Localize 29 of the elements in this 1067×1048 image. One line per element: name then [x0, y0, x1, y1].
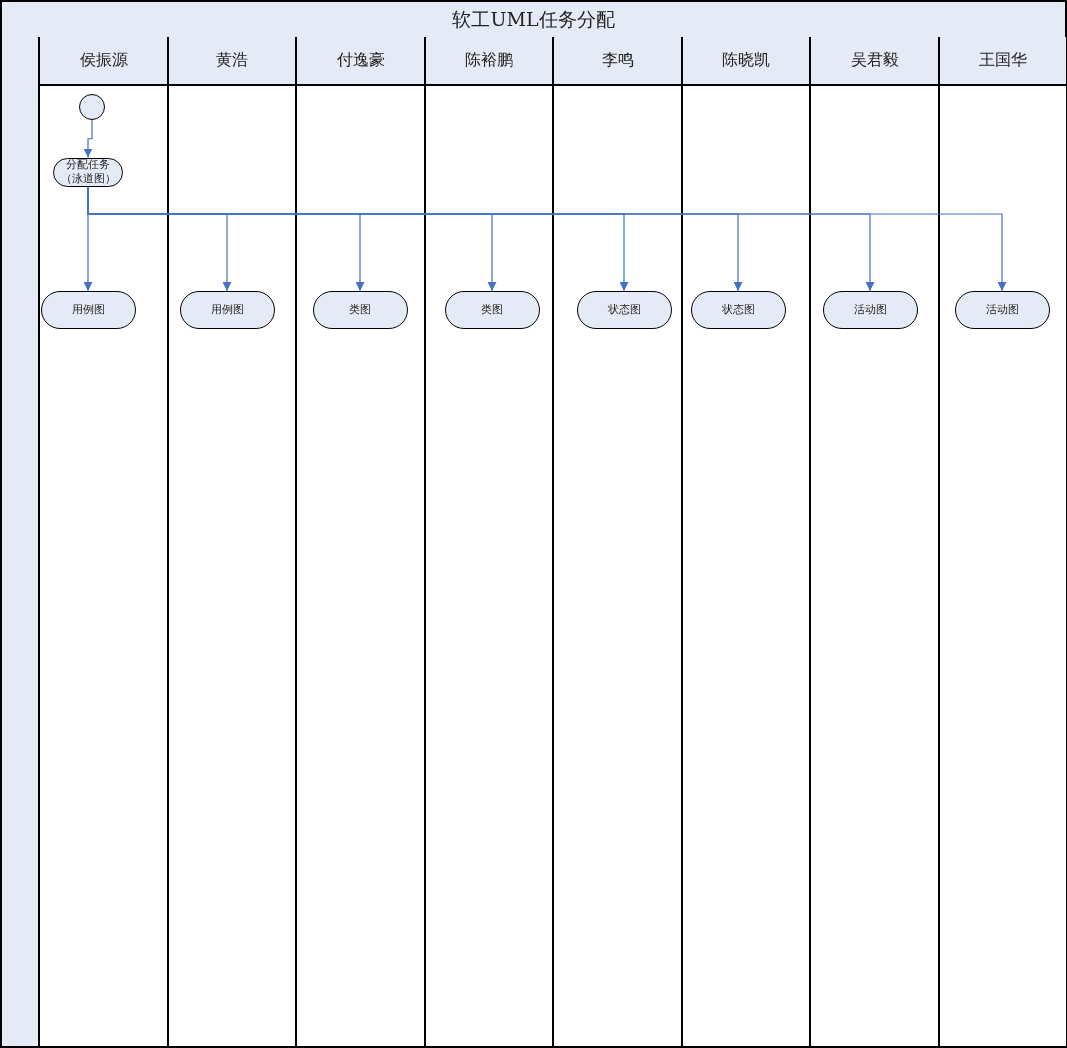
- lane-header: 李鸣: [554, 37, 681, 86]
- swimlane: [681, 37, 811, 1048]
- pool-title: 软工UML任务分配: [0, 0, 1067, 39]
- swimlane: [38, 37, 169, 1048]
- swimlane: [552, 37, 683, 1048]
- activity-node: 类图: [444, 291, 540, 329]
- swimlane: [938, 37, 1067, 1048]
- lane-header: 侯振源: [40, 37, 167, 86]
- lane-header: 付逸豪: [297, 37, 424, 86]
- start-node: [79, 94, 105, 120]
- activity-node: 活动图: [822, 291, 918, 329]
- activity-node: 分配任务（泳道图）: [53, 157, 123, 187]
- swimlane: [424, 37, 554, 1048]
- lane-header: 王国华: [940, 37, 1066, 86]
- arrow: [83, 119, 93, 159]
- activity-node: 状态图: [576, 291, 672, 329]
- activity-node: 用例图: [179, 291, 275, 329]
- swimlane: [295, 37, 426, 1048]
- pool-side-band: [0, 37, 40, 1048]
- lane-header: 陈裕鹏: [426, 37, 552, 86]
- swimlane: [167, 37, 297, 1048]
- activity-node: 状态图: [690, 291, 786, 329]
- activity-node: 用例图: [40, 291, 136, 329]
- lane-header: 陈晓凯: [683, 37, 809, 86]
- lane-header: 吴君毅: [811, 37, 938, 86]
- lane-header: 黄浩: [169, 37, 295, 86]
- activity-node: 类图: [312, 291, 408, 329]
- activity-node: 活动图: [954, 291, 1050, 329]
- swimlane: [809, 37, 940, 1048]
